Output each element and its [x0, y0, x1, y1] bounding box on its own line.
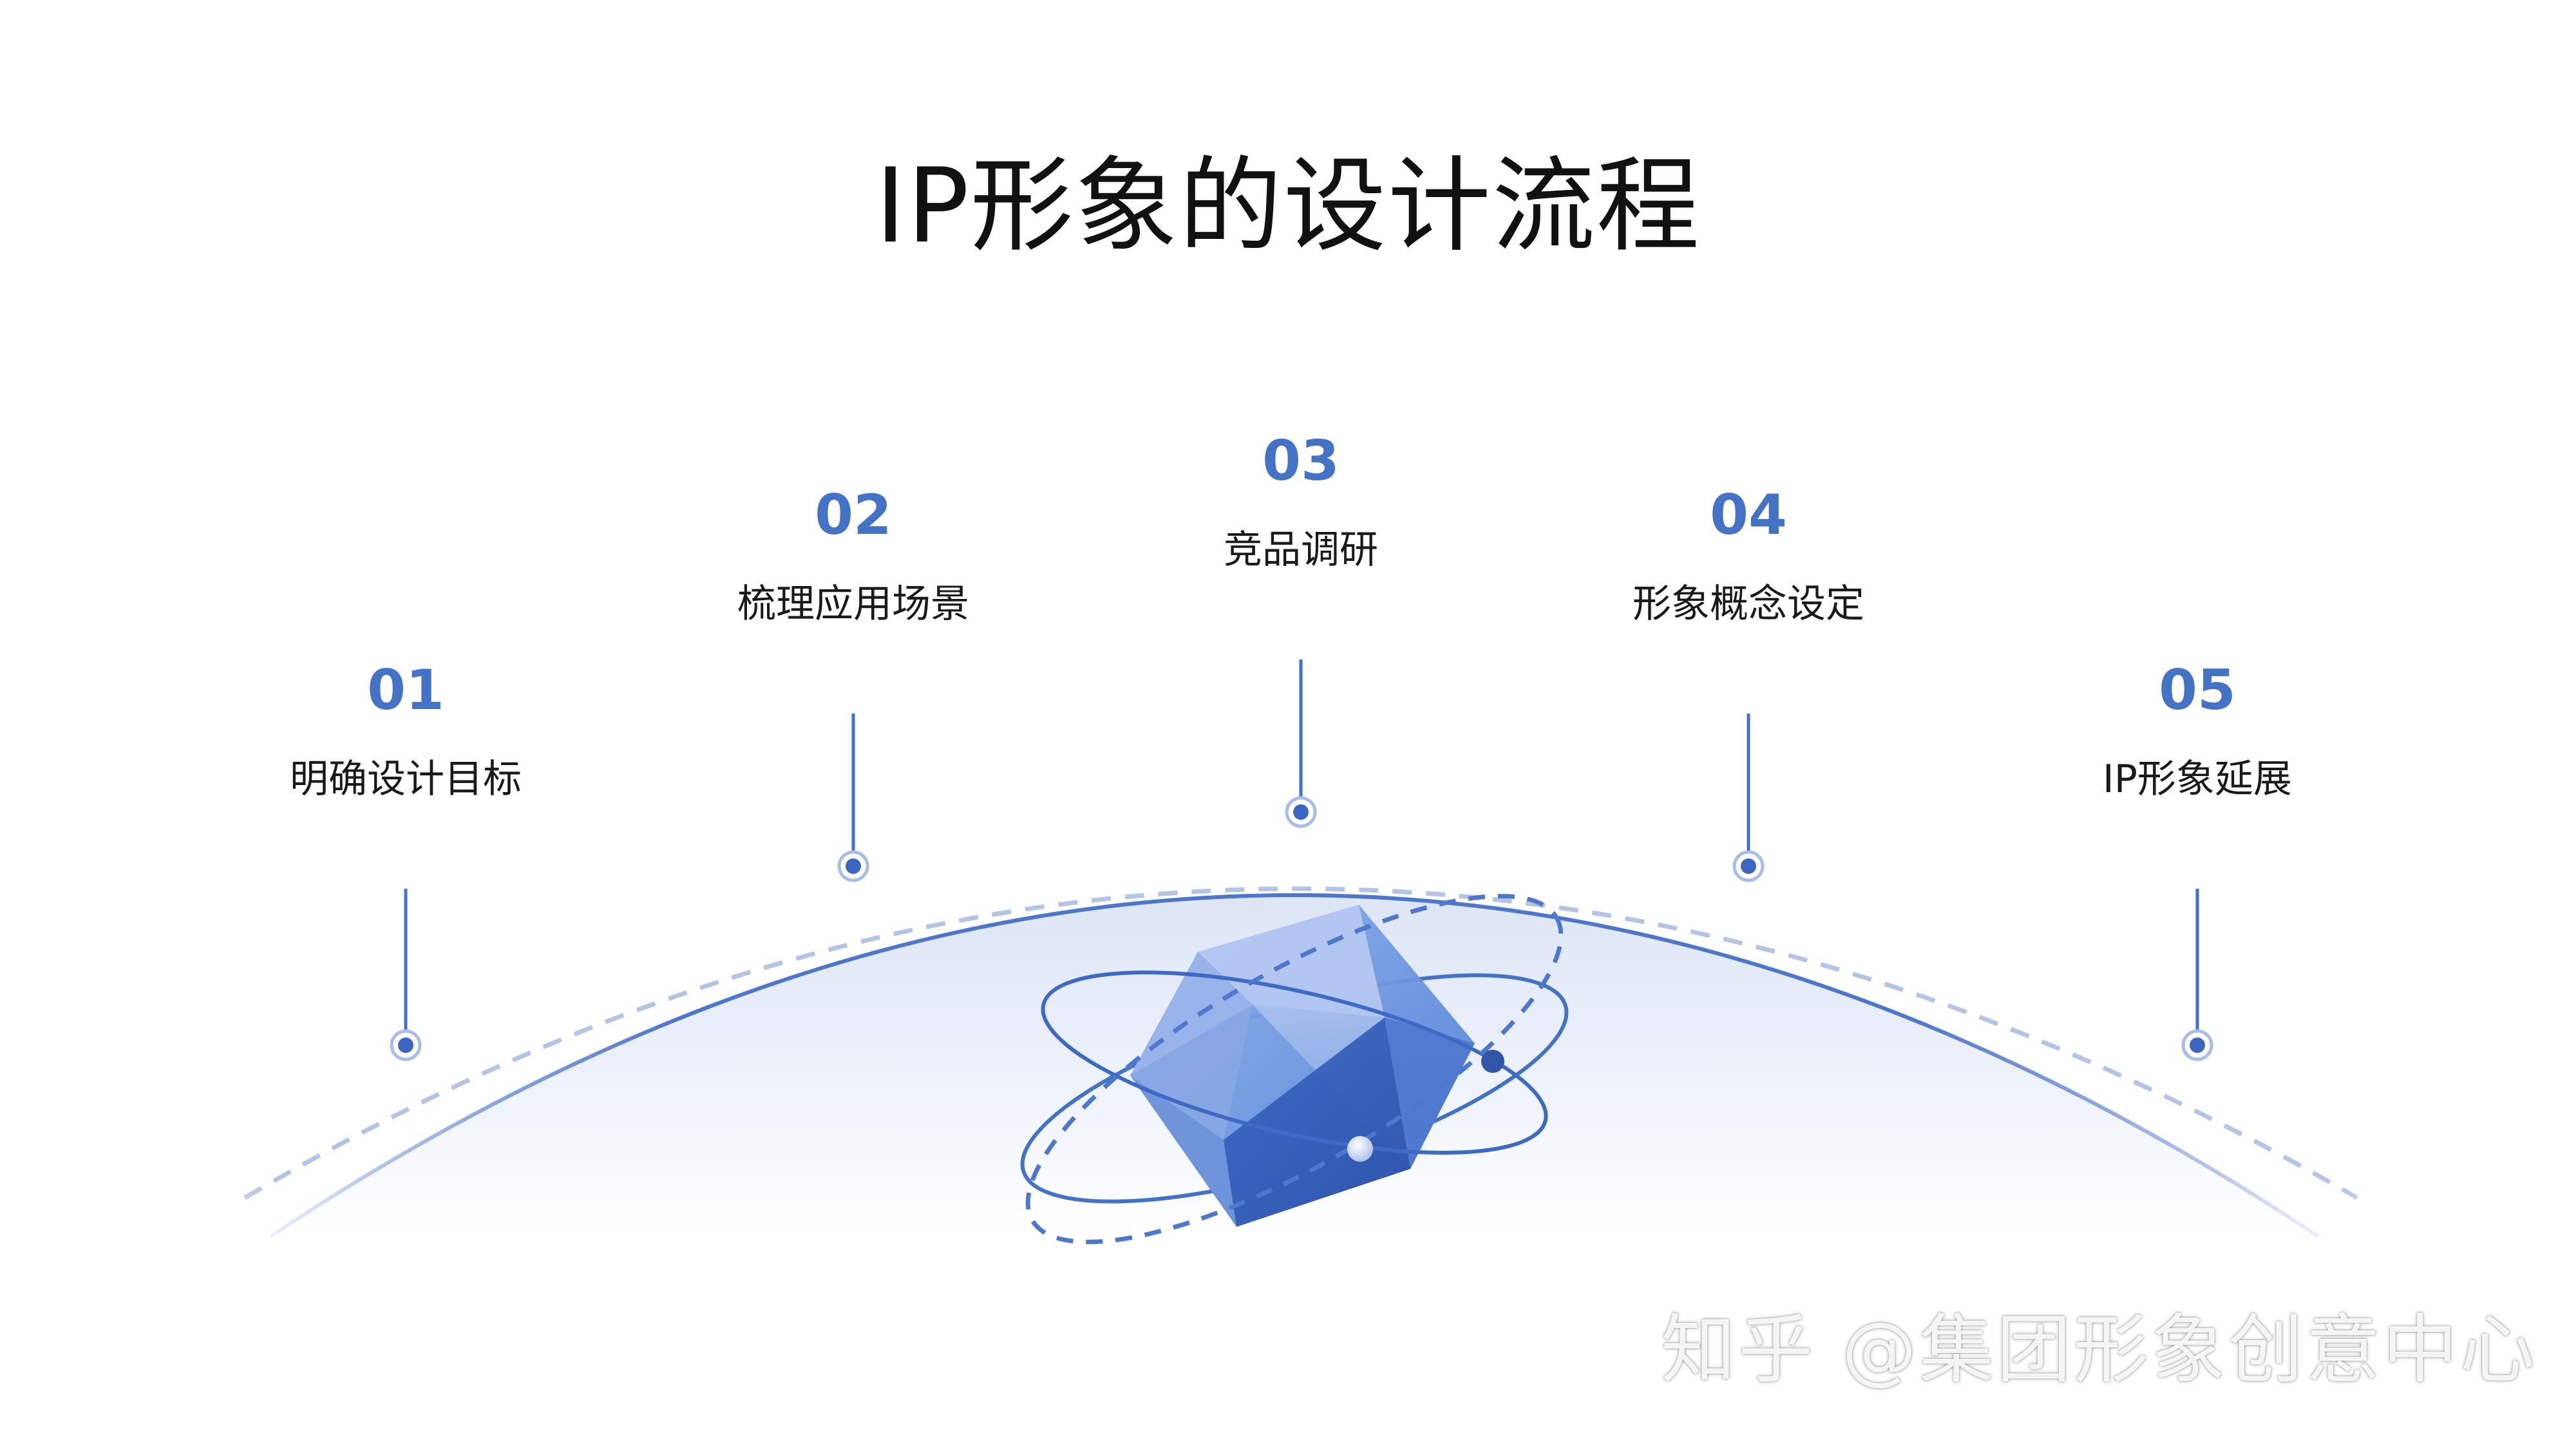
- step-number: 04: [1710, 483, 1787, 547]
- step-04: 04 形象概念设定: [1523, 483, 1974, 630]
- step-number: 01: [367, 658, 444, 723]
- orbit-dot: [1481, 1050, 1504, 1073]
- connector-02: [837, 714, 869, 882]
- step-label: 形象概念设定: [1633, 582, 1864, 627]
- step-label: 竞品调研: [1224, 527, 1378, 573]
- orbit-ball: [1347, 1136, 1373, 1162]
- step-02: 02 梳理应用场景: [628, 483, 1079, 630]
- connector-04: [1732, 714, 1765, 882]
- step-03: 03 竞品调研: [1075, 429, 1526, 576]
- watermark: 知乎 @集团形象创意中心: [1661, 1307, 2537, 1394]
- connector-01: [390, 889, 422, 1061]
- step-label: 明确设计目标: [290, 757, 522, 802]
- dome-outline: [269, 893, 2320, 1238]
- connector-03: [1285, 659, 1317, 828]
- step-01: 01 明确设计目标: [180, 658, 631, 805]
- step-number: 02: [815, 483, 892, 547]
- dashed-orbit-arc: [243, 886, 2358, 1200]
- page-title: IP形象的设计流程: [875, 146, 1701, 266]
- orbit-ring-dashed: [1025, 893, 1564, 1245]
- crystal-icon: [1130, 905, 1475, 1227]
- connector-05: [2181, 889, 2213, 1061]
- orbit-ring-front: [1041, 971, 1548, 1155]
- step-label: 梳理应用场景: [737, 582, 969, 627]
- step-number: 05: [2159, 658, 2236, 723]
- step-number: 03: [1262, 429, 1340, 493]
- step-05: 05 IP形象延展: [1972, 658, 2423, 805]
- step-label: IP形象延展: [2103, 757, 2292, 802]
